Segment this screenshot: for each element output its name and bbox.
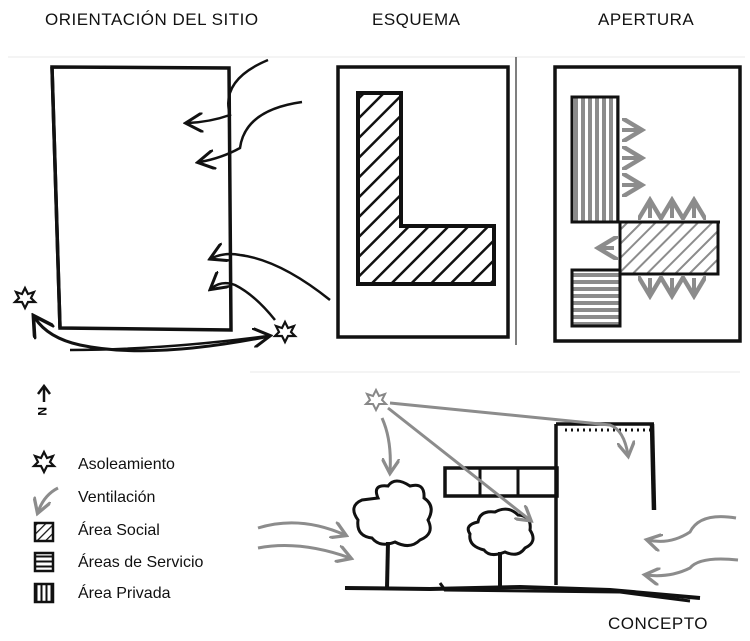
opening-title: APERTURA	[598, 10, 695, 29]
concept-title: CONCEPTO	[608, 614, 709, 633]
sun-east-icon	[272, 319, 298, 345]
legend-service-icon	[33, 551, 55, 573]
opening-diagram	[553, 65, 742, 343]
scheme-title: ESQUEMA	[372, 10, 461, 29]
concept-diagram	[257, 387, 739, 603]
legend-social-icon	[33, 521, 55, 543]
north-label: N	[35, 407, 49, 416]
concept-sun-icon	[363, 387, 389, 413]
site-orientation-diagram	[12, 58, 331, 353]
legend-sun-icon	[31, 449, 57, 475]
legend-label-ventilation: Ventilación	[78, 489, 156, 506]
legend-label-sunlight: Asoleamiento	[78, 456, 175, 473]
legend-label-service: Áreas de Servicio	[78, 554, 204, 571]
north-arrow-icon	[37, 383, 51, 402]
legend-label-private: Área Privada	[78, 585, 171, 602]
legend-label-social: Área Social	[78, 522, 160, 539]
scheme-diagram	[336, 65, 510, 339]
legend-wind-arrow-icon	[38, 486, 59, 512]
sun-west-icon	[12, 285, 38, 311]
legend-private-icon	[33, 582, 55, 604]
site-orientation-title: ORIENTACIÓN DEL SITIO	[45, 10, 259, 29]
